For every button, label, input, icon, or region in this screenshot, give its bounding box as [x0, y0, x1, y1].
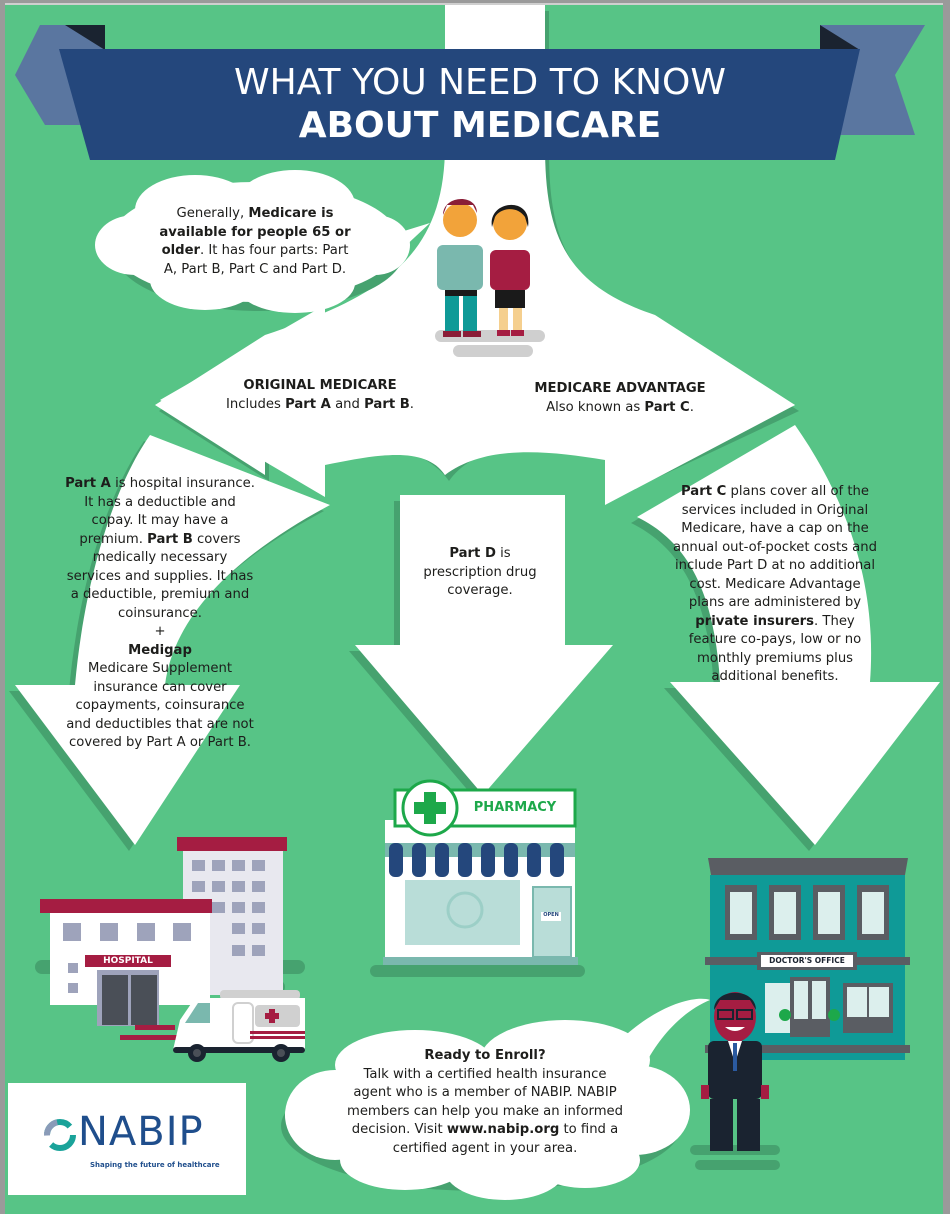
intro-suffix: . It has four parts: Part A, Part B, Par…	[163, 243, 349, 277]
intro-cloud-white	[95, 170, 430, 313]
pharmacy-open-sign: OPEN	[543, 912, 559, 918]
hospital-illustration	[35, 837, 305, 1062]
doctors-office-illustration	[690, 858, 910, 1170]
part-c-arrow-shape	[637, 425, 940, 845]
part-c-text: Part C plans cover all of the services i…	[670, 483, 880, 687]
medicare-advantage-title: MEDICARE ADVANTAGE	[534, 381, 706, 396]
enroll-text-2: to find a certified agent in your area.	[392, 1122, 619, 1156]
hospital-sign: HOSPITAL	[103, 956, 153, 966]
part-c-label: Part C	[680, 484, 727, 499]
original-medicare-sub-mid: and	[330, 396, 365, 412]
medicare-advantage-sub-prefix: Also known as	[546, 399, 645, 415]
part-c-text-2: . They feature co-pays, low or no monthl…	[688, 613, 862, 685]
enroll-text-1: Talk with a certified health insurance a…	[346, 1066, 624, 1138]
doctors-office-sign: DOCTOR'S OFFICE	[769, 956, 845, 965]
couple-illustration	[435, 198, 545, 357]
nabip-swirl-icon	[44, 1119, 76, 1151]
original-medicare-label: ORIGINAL MEDICARE Includes Part A and Pa…	[210, 377, 430, 414]
part-d-text: Part D is prescription drug coverage.	[410, 545, 550, 601]
part-d-label: Part D	[449, 546, 496, 561]
part-a-text: is hospital insurance. It has a deductib…	[79, 476, 255, 547]
medigap-text: Medicare Supplement insurance can cover …	[66, 661, 254, 750]
part-b-text: covers medically necessary services and …	[66, 531, 254, 621]
medigap-title: Medigap	[128, 642, 192, 658]
pharmacy-sign: PHARMACY	[473, 800, 557, 815]
nabip-wordmark: NABIP	[78, 1109, 204, 1155]
medicare-advantage-part-c: Part C	[644, 399, 690, 415]
original-medicare-part-b: Part B	[364, 396, 410, 412]
enroll-title: Ready to Enroll?	[424, 1048, 546, 1063]
nabip-logo: NABIP Shaping the future of healthcare	[8, 1083, 246, 1195]
nabip-website-link[interactable]: www.nabip.org	[446, 1122, 560, 1137]
banner-title-line-1: WHAT YOU NEED TO KNOW	[234, 62, 726, 103]
intro-bold: Medicare is available for people 65 or o…	[159, 206, 351, 258]
part-d-description: is prescription drug coverage.	[423, 546, 537, 598]
banner-title-line-2: ABOUT MEDICARE	[298, 105, 662, 146]
pharmacy-illustration	[370, 779, 585, 977]
right-arrow-shape	[445, 305, 795, 505]
medicare-advantage-label: MEDICARE ADVANTAGE Also known as Part C.	[505, 380, 735, 417]
infographic-page: WHAT YOU NEED TO KNOW ABOUT MEDICARE Gen…	[5, 3, 943, 1214]
enroll-text: Ready to Enroll? Talk with a certified h…	[345, 1047, 625, 1158]
part-b-label: Part B	[147, 531, 193, 547]
left-arrow-shape	[160, 305, 445, 497]
intro-text: Generally, Medicare is available for peo…	[155, 205, 355, 279]
original-medicare-sub-prefix: Includes	[226, 396, 286, 412]
intro-prefix: Generally,	[176, 206, 249, 221]
original-medicare-title: ORIGINAL MEDICARE	[243, 378, 397, 393]
part-d-arrow-shape	[355, 495, 613, 795]
part-a-label: Part A	[65, 476, 111, 491]
plus-sign: +	[154, 624, 166, 639]
nabip-tagline: Shaping the future of healthcare	[90, 1161, 220, 1169]
part-ab-text: Part A is hospital insurance. It has a d…	[65, 475, 255, 753]
original-medicare-part-a: Part A	[285, 396, 331, 412]
part-c-text-1: plans cover all of the services included…	[672, 484, 877, 610]
original-medicare-sub-suffix: .	[409, 396, 414, 412]
part-ab-arrow-shape	[15, 435, 330, 845]
enroll-cloud-white	[285, 998, 710, 1200]
infographic-artwork	[9, 5, 940, 1200]
private-insurers: private insurers	[695, 613, 815, 629]
medicare-advantage-sub-suffix: .	[689, 399, 694, 415]
banner-ribbon	[59, 49, 860, 160]
